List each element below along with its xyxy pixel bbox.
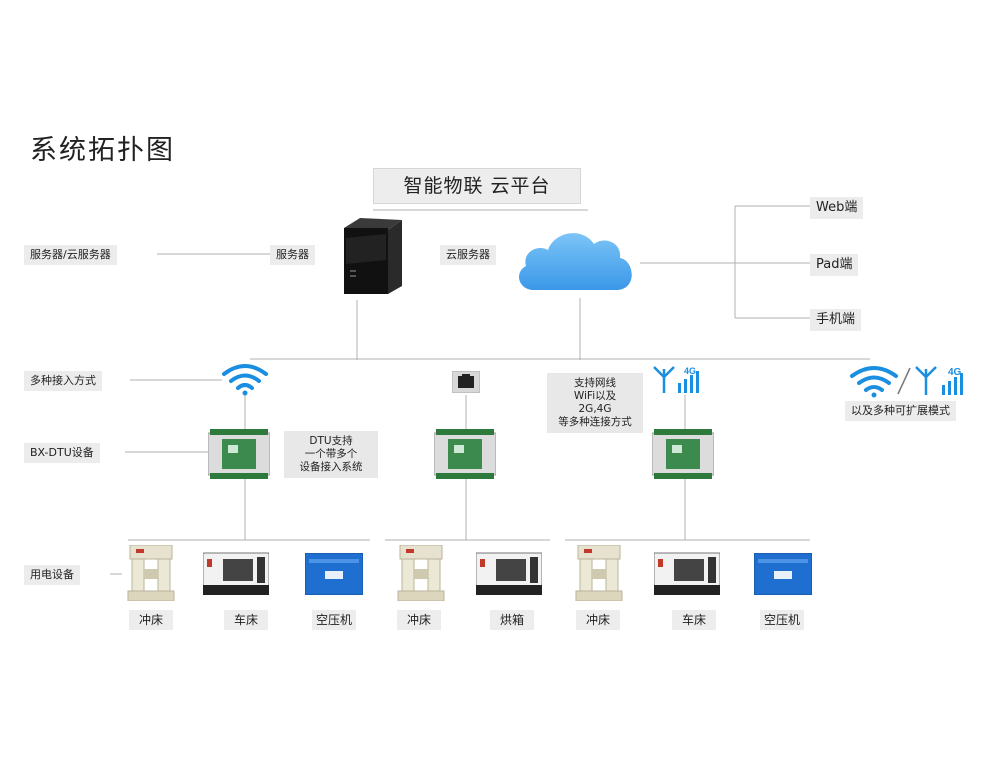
cloud-icon [519,233,632,290]
note-dtu-line-3: 设备接入系统 [299,461,363,473]
dtu-module-icon [652,429,714,479]
punch-press-icon [575,545,623,601]
ethernet-port-icon [452,371,480,393]
label-dtu-device: BX-DTU设备 [24,443,100,463]
note-dtu-line-1: DTU支持 [309,435,353,447]
note-network-support: 支持网线 WiFi以及 2G,4G 等多种连接方式 [547,373,643,433]
device-label-punch-1: 冲床 [129,610,173,630]
note-net-line-1: 支持网线 [574,377,616,389]
device-label-oven-2: 烘箱 [490,610,534,630]
note-extensible: 以及多种可扩展模式 [845,401,956,421]
device-label-punch-3: 冲床 [576,610,620,630]
label-access-mode: 多种接入方式 [24,371,102,391]
punch-press-icon [397,545,445,601]
slash-divider-icon [897,367,911,395]
client-web: Web端 [810,197,864,219]
note-net-line-4: 等多种连接方式 [558,416,632,428]
device-label-lathe-3: 车床 [672,610,716,630]
wifi-icon-extensible [850,366,898,398]
air-compressor-icon [754,553,812,595]
label-server-cloud: 服务器/云服务器 [24,245,117,265]
client-pad: Pad端 [810,254,859,276]
client-mobile: 手机端 [810,309,862,331]
punch-press-icon [127,545,175,601]
air-compressor-icon [305,553,363,595]
wifi-icon [222,364,268,396]
lathe-icon [654,552,720,595]
device-label-punch-2: 冲床 [397,610,441,630]
label-power-device: 用电设备 [24,565,80,585]
note-net-line-3: 2G,4G [578,403,612,415]
device-label-compressor-1: 空压机 [312,610,356,630]
4g-badge-text-extensible: 4G [948,367,962,378]
4g-antenna-icon: 4G [653,366,699,393]
lathe-icon [203,552,269,595]
note-dtu-support: DTU支持 一个带多个 设备接入系统 [284,431,378,478]
dtu-module-icon [434,429,496,479]
note-dtu-line-2: 一个带多个 [304,448,358,460]
4g-antenna-icon-extensible: 4G [915,366,963,395]
platform-title: 智能物联 云平台 [373,168,581,204]
oven-icon [476,552,542,595]
page-title: 系统拓扑图 [30,135,175,166]
server-tower-icon [344,218,402,294]
4g-badge-text: 4G [684,366,696,376]
device-label-compressor-3: 空压机 [760,610,804,630]
device-label-lathe-1: 车床 [224,610,268,630]
label-cloud-server: 云服务器 [440,245,496,265]
dtu-module-icon [208,429,270,479]
note-net-line-2: WiFi以及 [573,390,617,402]
label-server: 服务器 [270,245,315,265]
